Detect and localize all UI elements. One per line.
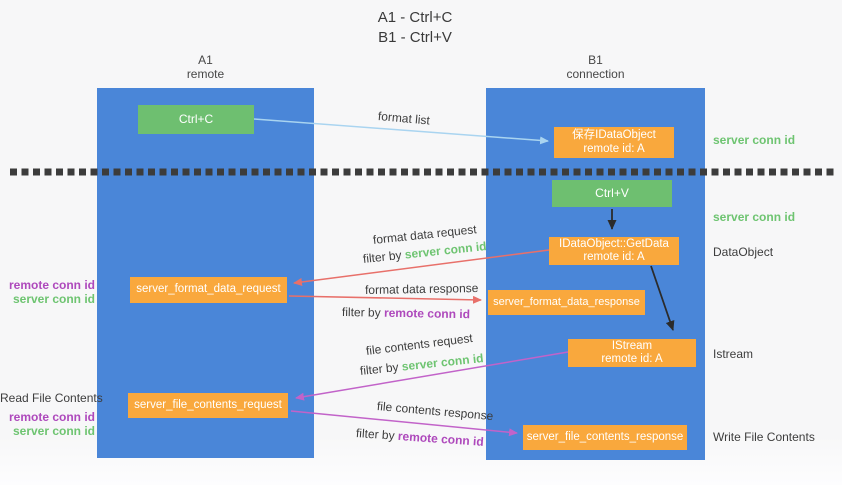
node-server-format-data-response: server_format_data_response <box>488 290 645 315</box>
istream-line2: remote id: A <box>601 353 663 365</box>
diagram-title: A1 - Ctrl+C B1 - Ctrl+V <box>335 8 495 48</box>
lane-b1-role: connection <box>566 67 625 81</box>
save-idataobject-line2: remote id: A <box>583 142 645 155</box>
format-data-response-arrow <box>288 295 482 304</box>
right-write-file-contents-label: Write File Contents <box>713 430 815 444</box>
lane-header-b1: B1 connection <box>486 53 705 81</box>
left-remote-conn-id-bottom: remote conn id <box>8 410 95 424</box>
left-read-file-contents-label: Read File Contents <box>0 391 103 405</box>
title-line-2: B1 - Ctrl+V <box>378 29 452 46</box>
title-line-1: A1 - Ctrl+C <box>377 9 453 26</box>
right-server-conn-id-top: server conn id <box>713 133 796 147</box>
node-ctrl-c: Ctrl+C <box>138 105 254 134</box>
format-data-request-arrow <box>293 249 550 286</box>
remote-conn-id-text-1: remote conn id <box>383 305 471 322</box>
left-conn-id-pair-top: remote conn id server conn id <box>0 278 95 306</box>
right-server-conn-id-mid: server conn id <box>713 210 796 224</box>
node-istream: IStream remote id: A <box>568 339 696 367</box>
server-file-contents-request-label: server_file_contents_request <box>134 398 282 411</box>
ctrl-v-label: Ctrl+V <box>595 185 629 200</box>
filter-by-text-2: filter by <box>341 305 381 320</box>
left-server-conn-id-bottom: server conn id <box>12 424 95 438</box>
node-ctrl-v: Ctrl+V <box>552 180 672 207</box>
server-file-contents-response-label: server_file_contents_response <box>526 430 684 443</box>
lane-a1-name: A1 <box>198 53 213 67</box>
filter-by-text-4: filter by <box>355 426 396 443</box>
right-istream-label: Istream <box>713 347 754 361</box>
file-contents-response-arrow <box>290 410 518 437</box>
node-server-format-data-request: server_format_data_request <box>130 277 287 303</box>
format-data-response-label: format data response <box>364 281 479 297</box>
getdata-to-istream-arrow <box>650 265 675 331</box>
lane-b1-name: B1 <box>588 53 603 67</box>
getdata-line1: IDataObject::GetData <box>559 237 669 250</box>
filter-by-remote-conn-id-label-1: filter by remote conn id <box>342 305 470 321</box>
lane-header-a1: A1 remote <box>97 53 314 81</box>
server-format-data-response-label: server_format_data_response <box>493 295 640 308</box>
getdata-line2: remote id: A <box>583 251 645 263</box>
lane-a1-role: remote <box>186 67 225 81</box>
save-idataobject-line1: 保存IDataObject <box>572 129 656 141</box>
ctrl-c-label: Ctrl+C <box>178 111 214 126</box>
right-dataobject-label: DataObject <box>713 245 774 259</box>
left-remote-conn-id-top: remote conn id <box>8 278 95 292</box>
node-save-idataobject: 保存IDataObject remote id: A <box>554 127 674 158</box>
server-format-data-request-label: server_format_data_request <box>136 283 281 296</box>
node-server-file-contents-request: server_file_contents_request <box>128 393 288 418</box>
file-contents-request-arrow <box>295 351 569 401</box>
format-list-arrow <box>253 118 549 145</box>
node-idataobject-getdata: IDataObject::GetData remote id: A <box>549 237 679 265</box>
node-server-file-contents-response: server_file_contents_response <box>523 425 687 450</box>
istream-line1: IStream <box>611 339 653 352</box>
left-server-conn-id-top: server conn id <box>12 292 95 306</box>
left-conn-id-pair-bottom: remote conn id server conn id <box>0 410 95 438</box>
